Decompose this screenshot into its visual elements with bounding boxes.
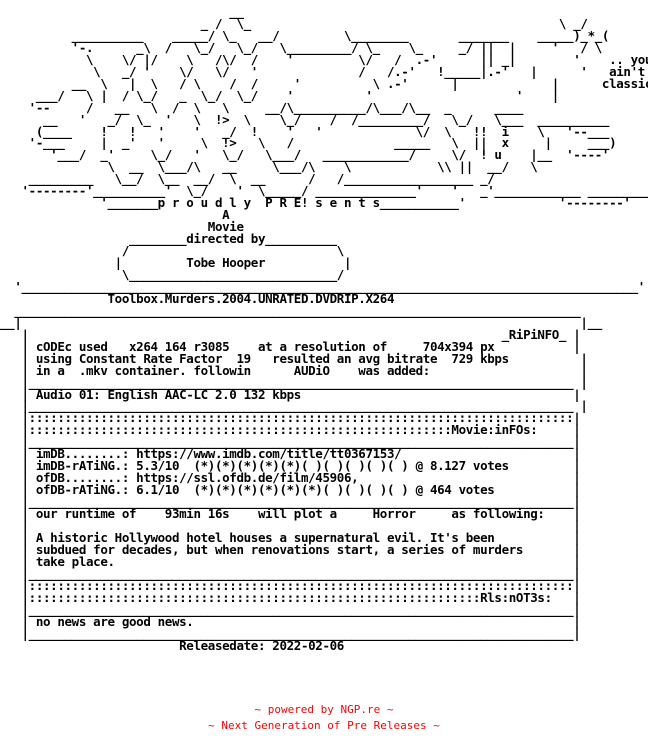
powered-by-link[interactable]: ~ powered by NGP.re ~ — [254, 703, 394, 716]
footer: ~ powered by NGP.re ~ ~ Next Generation … — [0, 702, 648, 734]
tagline-link[interactable]: ~ Next Generation of Pre Releases ~ — [208, 719, 440, 732]
nfo-text-block: __ _ / \_ \ _/ __________ _____/ \_ __/ … — [0, 4, 648, 653]
